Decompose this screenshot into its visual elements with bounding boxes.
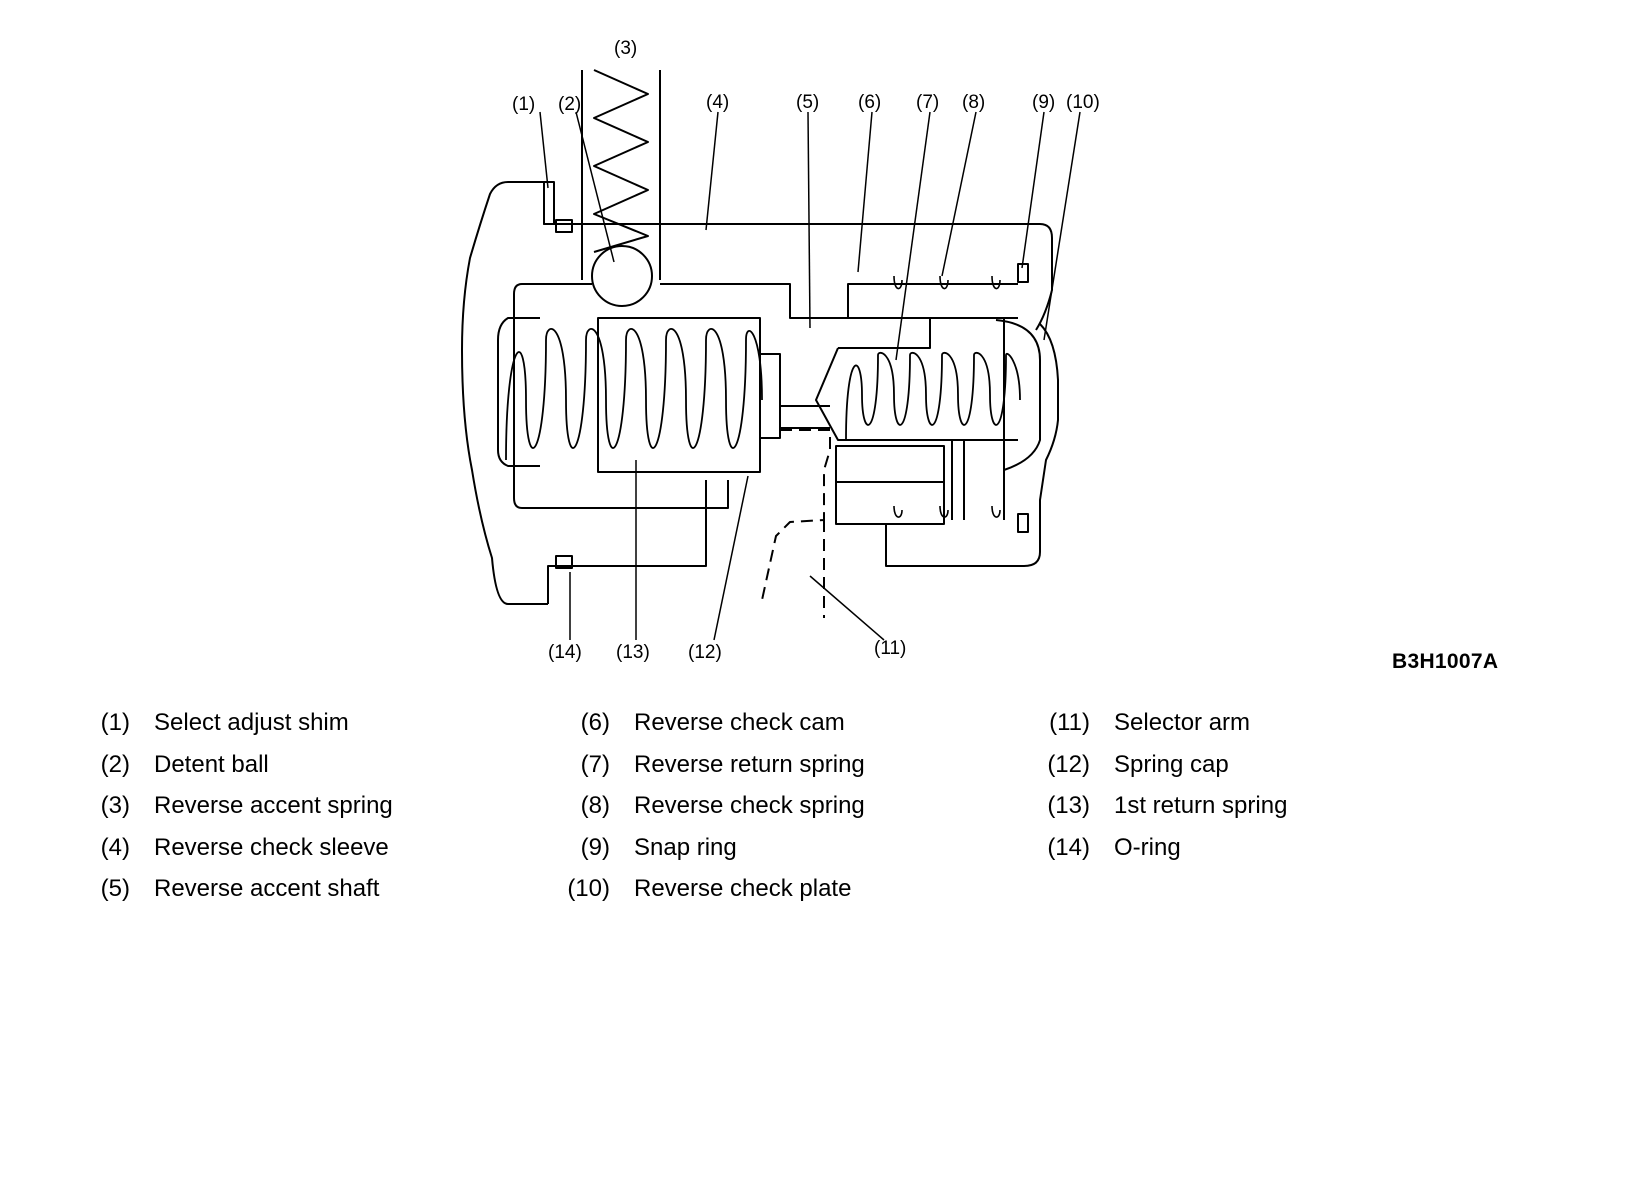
reverse-check-spring-upper: [893, 275, 1001, 290]
legend-number: (8): [580, 792, 610, 819]
legend-column-3: (11) Selector arm (12) Spring cap (13) 1st …: [1040, 702, 1287, 868]
legend-number: (13): [1047, 792, 1090, 819]
detent-ball: [591, 245, 653, 307]
legend-item: (11) Selector arm: [1040, 702, 1287, 744]
legend-item: (6) Reverse check cam: [560, 702, 865, 744]
snap-ring-upper: [1017, 263, 1029, 283]
legend-number: (7): [580, 750, 610, 778]
legend-number: (6): [580, 709, 610, 736]
callout-6: (6): [858, 92, 881, 113]
upper-flange: [543, 182, 1053, 331]
spring-chamber: [497, 317, 540, 467]
legend-label: Select adjust shim: [154, 709, 349, 736]
legend-label: Reverse check plate: [634, 875, 852, 902]
callout-13: (13): [616, 642, 650, 663]
cam-lower-block: [835, 445, 945, 483]
callout-2: (2): [558, 94, 581, 115]
legend-item: (14) O-ring: [1040, 827, 1287, 869]
callout-9: (9): [1032, 92, 1055, 113]
lower-body: [885, 323, 1059, 567]
legend-label: 1st return spring: [1114, 792, 1288, 819]
legend-number: (14): [1047, 833, 1090, 861]
selector-arm: [761, 429, 831, 618]
leader-lines: [539, 111, 1081, 641]
cam-base-block: [835, 481, 945, 525]
reverse-check-cam: [815, 318, 1018, 441]
legend-label: Reverse check cam: [634, 709, 845, 736]
legend-column-1: (1) Select adjust shim (2) Detent ball (3)…: [96, 702, 393, 910]
legend-label: Snap ring: [634, 833, 737, 861]
lower-flange: [547, 480, 707, 604]
callout-10: (10): [1066, 92, 1100, 113]
legend-label: Reverse check spring: [634, 792, 865, 819]
legend-label: Reverse return spring: [634, 750, 865, 778]
snap-ring-lower: [1017, 513, 1029, 533]
housing-outline: [461, 181, 548, 605]
legend-column-2: (6) Reverse check cam (7) Reverse return s…: [560, 702, 865, 910]
legend-number: (4): [100, 833, 130, 861]
callout-7: (7): [916, 92, 939, 113]
legend-label: Reverse accent shaft: [154, 875, 380, 902]
callout-11: (11): [874, 638, 906, 659]
legend-item: (1) Select adjust shim: [96, 702, 393, 744]
select-adjust-shim: [543, 181, 555, 225]
legend-item: (5) Reverse accent shaft: [96, 868, 393, 910]
first-return-spring: [505, 328, 763, 461]
reverse-check-assembly-diagram: (1) (2) (3) (4) (5) (6) (7) (8) (9) (10)…: [461, 38, 1100, 663]
legend-number: (12): [1047, 750, 1090, 778]
legend-item: (12) Spring cap: [1040, 744, 1287, 786]
legend-item: (7) Reverse return spring: [560, 744, 865, 786]
callout-5: (5): [796, 92, 819, 113]
o-ring-lower: [555, 555, 573, 569]
legend-label: Selector arm: [1114, 709, 1251, 736]
callout-12: (12): [688, 642, 722, 663]
o-ring-upper: [555, 219, 573, 233]
legend-item: (2) Detent ball: [96, 744, 393, 786]
callout-1: (1): [512, 94, 535, 115]
figure-code: B3H1007A: [1392, 650, 1499, 673]
reverse-check-plate: [995, 319, 1041, 520]
legend-number: (3): [100, 792, 130, 819]
reverse-accent-spring: [593, 69, 649, 253]
spring-cap: [597, 317, 761, 473]
legend-number: (2): [100, 750, 130, 778]
legend-number: (1): [100, 709, 130, 736]
legend-number: (10): [567, 875, 610, 902]
legend-label: Reverse accent spring: [154, 792, 393, 819]
legend-label: Reverse check sleeve: [154, 833, 389, 861]
legend-label: O-ring: [1114, 833, 1181, 861]
legend-item: (3) Reverse accent spring: [96, 785, 393, 827]
callout-14: (14): [548, 642, 582, 663]
legend-number: (5): [100, 875, 130, 902]
legend-item: (4) Reverse check sleeve: [96, 827, 393, 869]
reverse-check-spring-lower: [893, 505, 1001, 518]
legend-number: (9): [580, 833, 610, 861]
legend-number: (11): [1049, 709, 1090, 736]
reverse-check-sleeve: [513, 283, 729, 509]
callout-4: (4): [706, 92, 729, 113]
spring-cap-inner: [759, 353, 781, 439]
legend-item: (8) Reverse check spring: [560, 785, 865, 827]
callout-8: (8): [962, 92, 985, 113]
sleeve-upper-step: [660, 283, 1018, 319]
callout-labels: (1) (2) (3) (4) (5) (6) (7) (8) (9) (10)…: [512, 38, 1100, 663]
legend-item: (10) Reverse check plate: [560, 868, 865, 910]
legend-item: (13) 1st return spring: [1040, 785, 1287, 827]
callout-3: (3): [614, 38, 637, 59]
legend-label: Detent ball: [154, 750, 269, 778]
legend-label: Spring cap: [1114, 750, 1229, 778]
legend-item: (9) Snap ring: [560, 827, 865, 869]
reverse-return-spring: [845, 351, 1021, 441]
